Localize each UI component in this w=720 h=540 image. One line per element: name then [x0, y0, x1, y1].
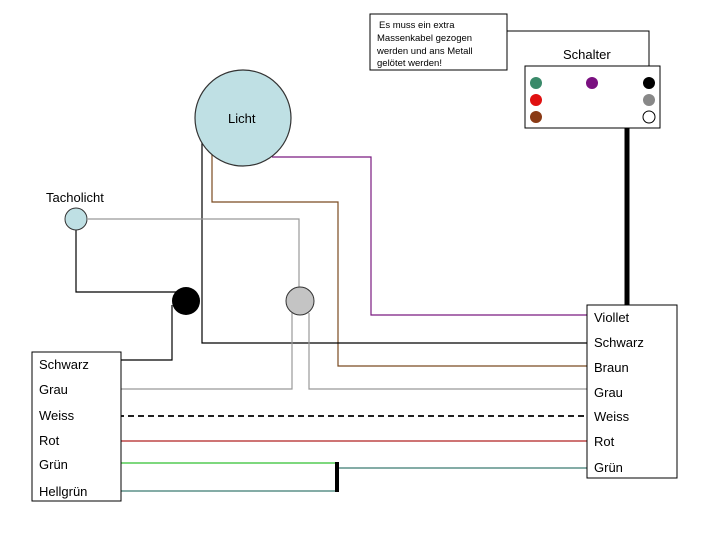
wire-gray-right — [308, 313, 587, 390]
switch-pin-gray — [643, 94, 655, 106]
right-label-viollet: Viollet — [594, 310, 630, 325]
left-label-gruen: Grün — [39, 457, 68, 472]
left-label-hellgruen: Hellgrün — [39, 484, 87, 499]
wire-brown — [211, 154, 587, 367]
wire-black-left — [99, 305, 173, 361]
wire-gray-tacho — [88, 218, 300, 288]
switch-pin-red — [530, 94, 542, 106]
left-label-weiss: Weiss — [39, 408, 75, 423]
wire-black-tacho — [75, 229, 176, 293]
right-label-weiss: Weiss — [594, 409, 630, 424]
right-label-schwarz: Schwarz — [594, 335, 644, 350]
tacholicht-lamp — [64, 207, 88, 231]
note-line-1: Es muss ein extra — [379, 20, 455, 31]
switch-pin-black — [643, 77, 655, 89]
right-label-rot: Rot — [594, 434, 615, 449]
licht-label: Licht — [228, 111, 256, 126]
switch-pin-brown — [530, 111, 542, 123]
gray-junction — [285, 286, 315, 316]
wire-black-licht — [201, 140, 587, 344]
ground-wire — [507, 30, 650, 80]
right-label-grau: Grau — [594, 385, 623, 400]
right-label-braun: Braun — [594, 360, 629, 375]
right-connector — [586, 304, 678, 479]
note-line-2: Massenkabel gezogen — [377, 33, 472, 44]
left-label-rot: Rot — [39, 433, 60, 448]
wire-violet — [272, 156, 587, 316]
switch-title: Schalter — [563, 47, 611, 62]
left-label-schwarz: Schwarz — [39, 357, 89, 372]
switch-pin-white — [642, 110, 656, 124]
black-junction — [172, 287, 200, 315]
left-label-grau: Grau — [39, 382, 68, 397]
note-box: Es muss ein extra Massenkabel gezogen we… — [369, 13, 508, 71]
left-connector — [31, 351, 122, 502]
wire-gray-left — [88, 313, 293, 390]
switch-pin-purple — [586, 77, 598, 89]
note-line-3: werden und ans Metall — [376, 46, 473, 57]
note-line-4: gelötet werden! — [377, 58, 442, 69]
licht-lamp — [194, 69, 292, 167]
tacholicht-label: Tacholicht — [46, 190, 104, 205]
switch-box — [524, 65, 661, 129]
switch-pin-green — [530, 77, 542, 89]
right-label-gruen: Grün — [594, 460, 623, 475]
